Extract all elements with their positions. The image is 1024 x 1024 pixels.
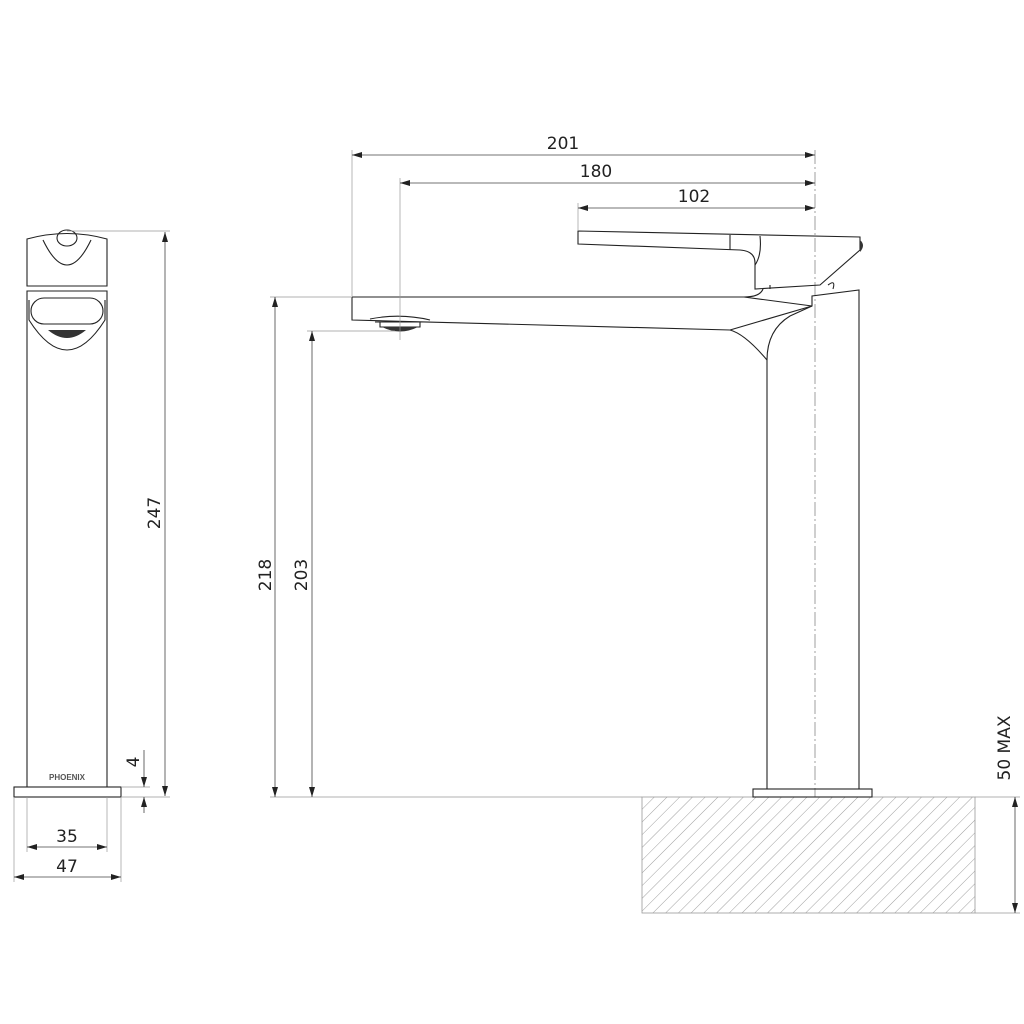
dim-label-180: 180	[580, 162, 612, 182]
dim-label-35: 35	[56, 827, 78, 847]
spout	[351, 288, 813, 361]
handle-arc	[42, 239, 92, 266]
handle-button	[860, 240, 863, 252]
dim-label-102: 102	[678, 187, 710, 207]
bench-section	[641, 796, 976, 914]
aerator-front	[30, 297, 104, 325]
dim-label-247: 247	[145, 497, 165, 529]
side-view: 201 180 102 218 203 50 MAX	[256, 134, 1020, 914]
dim-label-203: 203	[292, 559, 312, 591]
front-view: PHOENIX 247 4 35 47	[13, 229, 170, 882]
base-plate-side	[752, 788, 873, 798]
dim-label-50-max: 50 MAX	[995, 715, 1015, 780]
base-plate-front	[13, 786, 122, 798]
dim-label-201: 201	[547, 134, 579, 154]
handle-cap	[26, 232, 108, 287]
dim-label-4: 4	[124, 757, 144, 768]
dim-label-218: 218	[256, 559, 276, 591]
brand-logo: PHOENIX	[49, 773, 86, 782]
body-side	[766, 289, 860, 789]
handle-knob	[56, 229, 78, 247]
spout-arc	[28, 300, 106, 351]
aerator-outlet	[48, 330, 86, 338]
handle-lever	[577, 230, 861, 290]
dim-label-47: 47	[56, 857, 78, 877]
handle-joint	[729, 235, 835, 290]
body-front	[26, 290, 108, 788]
